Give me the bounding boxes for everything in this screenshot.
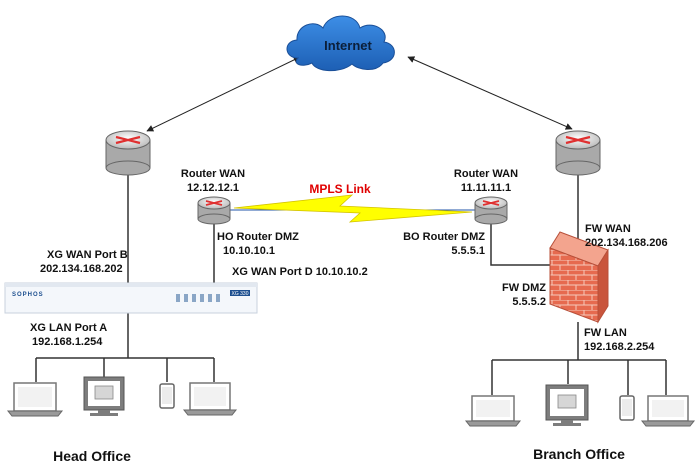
- sophos-brand: SOPHOS: [12, 292, 44, 298]
- ho-laptop-1-icon: [6, 382, 64, 417]
- fw-wan-ip: 202.134.168.206: [585, 237, 668, 249]
- fw-dmz-label: FW DMZ: [502, 282, 546, 294]
- bo-internet-link: [407, 56, 573, 130]
- bo-phone-icon: [619, 395, 635, 421]
- bo-router-wan-ip: 11.11.11.1: [461, 182, 511, 194]
- ho-internet-link: [146, 56, 301, 132]
- xg-lan-port-a-label: XG LAN Port A: [30, 322, 107, 334]
- bo-dmz-router-icon: [474, 196, 508, 225]
- branch-office-title: Branch Office: [533, 446, 625, 462]
- ho-phone-icon: [159, 383, 175, 409]
- sophos-xg-appliance: [4, 282, 258, 314]
- mpls-lightning-icon: [233, 194, 473, 223]
- bo-dmz-router-to-fw: [490, 223, 550, 266]
- internet-cloud-icon: [286, 15, 395, 72]
- bo-laptop-1-icon: [464, 395, 522, 427]
- ho-laptop-2-icon: [182, 382, 238, 416]
- xg-wan-port-b-ip: 202.134.168.202: [40, 263, 123, 275]
- bo-laptop-2-icon: [640, 395, 696, 427]
- ho-desktop-icon: [83, 376, 125, 416]
- mpls-label: MPLS Link: [309, 182, 371, 196]
- xg-lan-port-a-ip: 192.168.1.254: [32, 336, 103, 348]
- firewall-icon: [549, 231, 609, 324]
- bo-router-dmz-ip: 5.5.5.1: [451, 245, 485, 257]
- sophos-model: XG 330: [232, 291, 249, 297]
- fw-dmz-ip: 5.5.5.2: [512, 296, 546, 308]
- bo-router-dmz-label: BO Router DMZ: [403, 231, 485, 243]
- ho-dmz-router-icon: [197, 196, 231, 225]
- xg-wan-port-d-label: XG WAN Port D 10.10.10.2: [232, 266, 368, 278]
- bo-router-wan-label: Router WAN: [454, 168, 518, 180]
- head-office-title: Head Office: [53, 448, 131, 464]
- ho-router-wan-label: Router WAN: [181, 168, 245, 180]
- bo-desktop-icon: [545, 384, 589, 426]
- xg-wan-port-b-label: XG WAN Port B: [47, 249, 128, 261]
- fw-wan-label: FW WAN: [585, 223, 631, 235]
- fw-lan-label: FW LAN: [584, 327, 627, 339]
- ho-router-dmz-label: HO Router DMZ: [217, 231, 299, 243]
- ho-router-wan-ip: 12.12.12.1: [187, 182, 239, 194]
- fw-lan-ip: 192.168.2.254: [584, 341, 655, 353]
- internet-label: Internet: [324, 38, 372, 53]
- ho-router-dmz-ip: 10.10.10.1: [223, 245, 275, 257]
- ho-wan-router-icon: [105, 130, 151, 176]
- bo-wan-router-icon: [555, 130, 601, 176]
